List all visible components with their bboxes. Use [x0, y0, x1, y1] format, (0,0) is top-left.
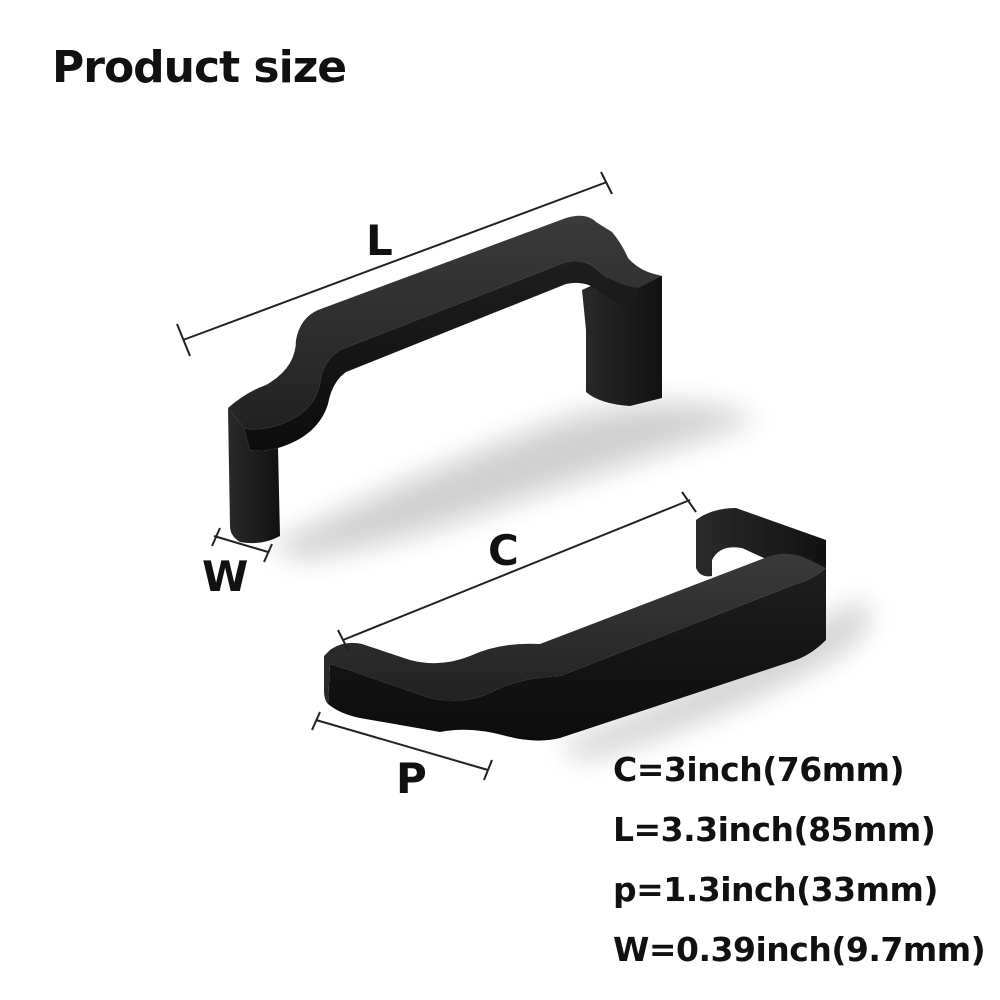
dimension-line-l — [182, 181, 608, 341]
handle-bottom — [324, 508, 826, 741]
handle-top-front-leg — [228, 408, 280, 544]
handle-bottom-front-end — [324, 650, 330, 704]
dimension-tick-c-end — [681, 491, 697, 513]
spec-item-p: p=1.3inch(33mm) — [613, 870, 938, 909]
spec-list: C=3inch(76mm) L=3.3inch(85mm) p=1.3inch(… — [613, 740, 986, 980]
handle-top — [228, 215, 662, 544]
dimension-tick-l-end — [600, 171, 613, 195]
dimension-tick-w-start — [211, 527, 221, 547]
handle-bottom-top-face — [330, 553, 826, 701]
page-title: Product size — [52, 42, 347, 93]
dimension-label-w: W — [202, 552, 249, 601]
handle-top-back-leg — [582, 268, 662, 406]
dimension-label-c: C — [488, 526, 519, 575]
handle-top-bar-front — [244, 261, 638, 451]
dimension-label-l: L — [366, 216, 393, 265]
dimension-tick-w-end — [263, 543, 273, 563]
dimension-line-p — [315, 719, 489, 771]
dimension-line-w — [213, 535, 269, 553]
handle-bottom-front-face — [328, 568, 826, 741]
dimension-tick-p-start — [311, 711, 321, 731]
dimension-tick-c-start — [337, 629, 349, 651]
handle-top-bar — [228, 215, 662, 430]
dimension-tick-l-start — [176, 323, 191, 357]
dimension-lines — [176, 171, 697, 781]
spec-item-l: L=3.3inch(85mm) — [613, 810, 936, 849]
spec-item-c: C=3inch(76mm) — [613, 750, 905, 789]
dimension-label-p: P — [396, 754, 427, 803]
dimension-tick-p-end — [483, 759, 493, 781]
dimension-line-c — [342, 499, 691, 641]
spec-item-w: W=0.39inch(9.7mm) — [613, 930, 986, 969]
